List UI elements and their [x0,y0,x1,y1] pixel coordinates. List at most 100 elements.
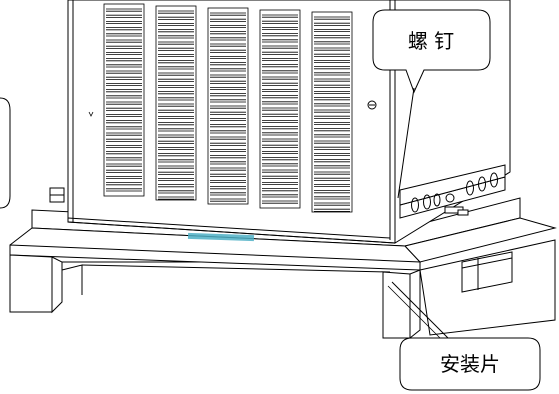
louver-slat [158,66,194,70]
louver-slat [106,107,142,111]
louver-slat [158,78,194,82]
louver-slat [158,41,194,45]
louver-slat [210,37,246,41]
louver-slat [158,47,194,51]
louver-slat [262,101,298,105]
louver-slat [158,196,194,200]
louver-slat [262,33,298,37]
louver-slat [314,53,350,57]
louver-slat [314,171,350,175]
vent-column-1 [103,3,145,197]
louver-slat [262,194,298,198]
louver-slat [158,23,194,26]
louver-slat [262,163,298,167]
louver-slat [262,51,298,55]
louver-slat [314,190,350,194]
louver-slat [158,85,194,88]
louver-slat [210,43,246,47]
louver-slat [106,58,142,62]
vent-grilles [103,3,353,213]
louver-slat [106,95,142,99]
louver-slat [210,99,246,103]
base-marking [187,232,255,242]
louver-slat [314,72,350,76]
louver-slat [210,56,246,59]
louver-slat [210,155,246,159]
louver-slat [314,177,350,181]
louver-slat [262,113,298,117]
pallet-left-leg [9,254,53,313]
louver-slat [158,134,194,138]
louver-slat [262,64,298,68]
louver-slat [314,115,350,119]
louver-slat [158,147,194,150]
louver-slat [210,167,246,171]
louver-slat [262,157,298,161]
louver-slat [314,196,350,200]
louver-slat [314,140,350,144]
louver-slat [210,111,246,115]
left-callout-box [0,97,11,209]
louver-slat [314,134,350,138]
louver-slat [106,27,142,31]
louver-slat [314,159,350,163]
louver-slat [210,68,246,72]
louver-slat [210,161,246,165]
louver-slat [158,35,194,39]
louver-slat [158,29,194,33]
louver-slat [262,76,298,80]
louver-slat [314,146,350,150]
louver-slat [106,8,142,12]
louver-slat [106,114,142,117]
louver-slat [106,151,142,155]
louver-slat [106,33,142,37]
louver-slat [262,107,298,111]
louver-slat [262,120,298,123]
louver-slat [210,87,246,90]
louver-slat [314,35,350,39]
louver-slat [314,184,350,187]
louver-slat [106,39,142,43]
louver-slat [262,27,298,30]
louver-slat [262,82,298,86]
louver-slat [210,62,246,66]
vent-column-3 [207,7,249,205]
screw-callout-box [372,9,491,94]
louver-slat [106,76,142,80]
louver-slat [158,54,194,57]
louver-slat [158,103,194,107]
louver-slat [262,95,298,99]
louver-slat [210,105,246,109]
louver-slat [106,14,142,18]
louver-slat [106,182,142,186]
louver-slat [314,128,350,132]
louver-slat [158,72,194,76]
screw-head [367,100,377,110]
louver-slat [158,109,194,113]
louver-slat [314,47,350,51]
louver-slat [158,16,194,20]
louver-slat [262,39,298,43]
louver-slat [314,60,350,63]
louver-slat [262,70,298,74]
louver-slat [106,45,142,49]
louver-slat [158,128,194,132]
vent-column-5 [311,11,353,213]
louver-slat [262,20,298,24]
louver-slat [210,12,246,16]
louver-slat [106,89,142,93]
louver-slat [262,175,298,179]
louver-slat [106,176,142,179]
louver-slat [314,91,350,94]
louver-slat [106,132,142,136]
louver-slat [210,25,246,28]
louver-slat [314,122,350,125]
vent-column-2 [155,5,197,201]
mounting-plate-label: 安装片 [440,352,500,376]
louver-slat [262,132,298,136]
louver-slat [314,153,350,156]
louver-slat [210,142,246,146]
louver-slat [158,190,194,194]
louver-slat [262,58,298,61]
louver-slat [314,165,350,169]
